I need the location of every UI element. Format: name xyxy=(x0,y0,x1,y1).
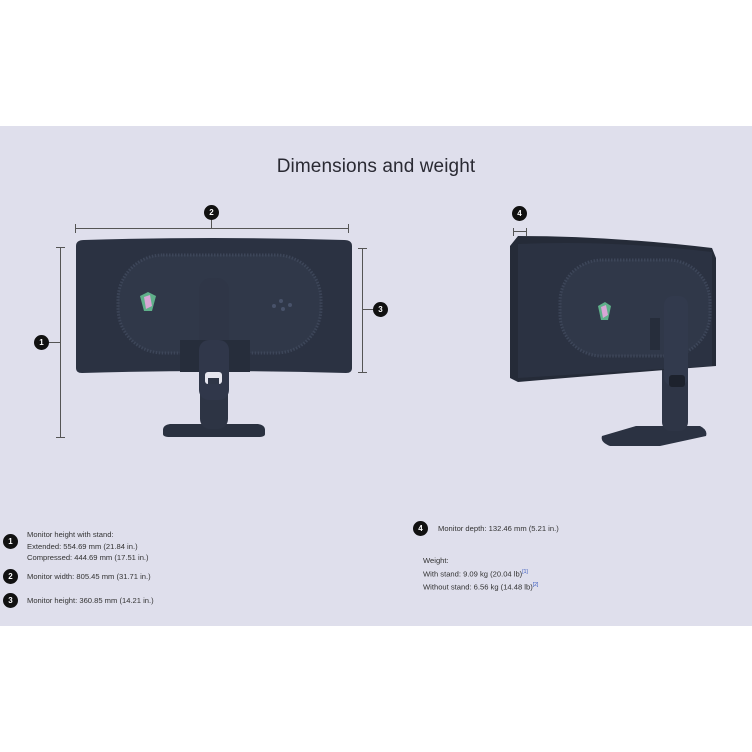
width-dimension-tick-left xyxy=(75,224,76,233)
spec-monitor-width: Monitor width: 805.45 mm (31.71 in.) xyxy=(27,572,151,581)
width-dimension-tick-right xyxy=(348,224,349,233)
content-panel xyxy=(0,126,752,626)
badge-3-diagram: 3 xyxy=(373,302,388,317)
monitor-height-tick-bottom xyxy=(358,372,367,373)
spec-weight: Weight: With stand: 9.09 kg (20.04 lb)[1… xyxy=(423,555,538,593)
monitor-height-dimension-line xyxy=(362,248,363,373)
width-dimension-line xyxy=(75,228,349,229)
height-with-stand-tick-bottom xyxy=(56,437,65,438)
depth-dimension-line xyxy=(513,231,527,232)
spec-monitor-height: Monitor height: 360.85 mm (14.21 in.) xyxy=(27,596,154,605)
spec-height-with-stand-label: Monitor height with stand: xyxy=(27,530,114,539)
spec-height-compressed: Compressed: 444.69 mm (17.51 in.) xyxy=(27,553,149,562)
spec-weight-label: Weight: xyxy=(423,556,449,565)
page-title: Dimensions and weight xyxy=(276,156,476,177)
spec-height-extended: Extended: 554.69 mm (21.84 in.) xyxy=(27,541,138,551)
badge-4-spec: 4 xyxy=(413,521,428,536)
spec-height-with-stand: Monitor height with stand: Extended: 554… xyxy=(27,529,149,564)
spec-weight-with-stand: With stand: 9.09 kg (20.04 lb)[1] xyxy=(423,568,528,579)
height-with-stand-tick-top xyxy=(56,247,65,248)
badge-1-diagram: 1 xyxy=(34,335,49,350)
footnote-link-1[interactable]: [1] xyxy=(522,568,528,575)
monitor-height-tick-top xyxy=(358,248,367,249)
depth-dimension-tick-right xyxy=(526,228,527,236)
depth-dimension-tick-left xyxy=(513,228,514,236)
monitor-height-stem xyxy=(362,309,373,310)
footnote-link-2[interactable]: [2] xyxy=(532,581,539,588)
width-dimension-stem xyxy=(211,219,212,229)
height-with-stand-stem xyxy=(48,342,61,343)
badge-1-spec: 1 xyxy=(3,534,18,549)
spec-monitor-depth: Monitor depth: 132.46 mm (5.21 in.) xyxy=(438,524,559,533)
badge-3-spec: 3 xyxy=(3,593,18,608)
badge-4-diagram: 4 xyxy=(512,206,527,221)
badge-2-spec: 2 xyxy=(3,569,18,584)
badge-2-diagram: 2 xyxy=(204,205,219,220)
spec-weight-without-stand: Without stand: 6.56 kg (14.48 lb)[2] xyxy=(423,581,539,592)
